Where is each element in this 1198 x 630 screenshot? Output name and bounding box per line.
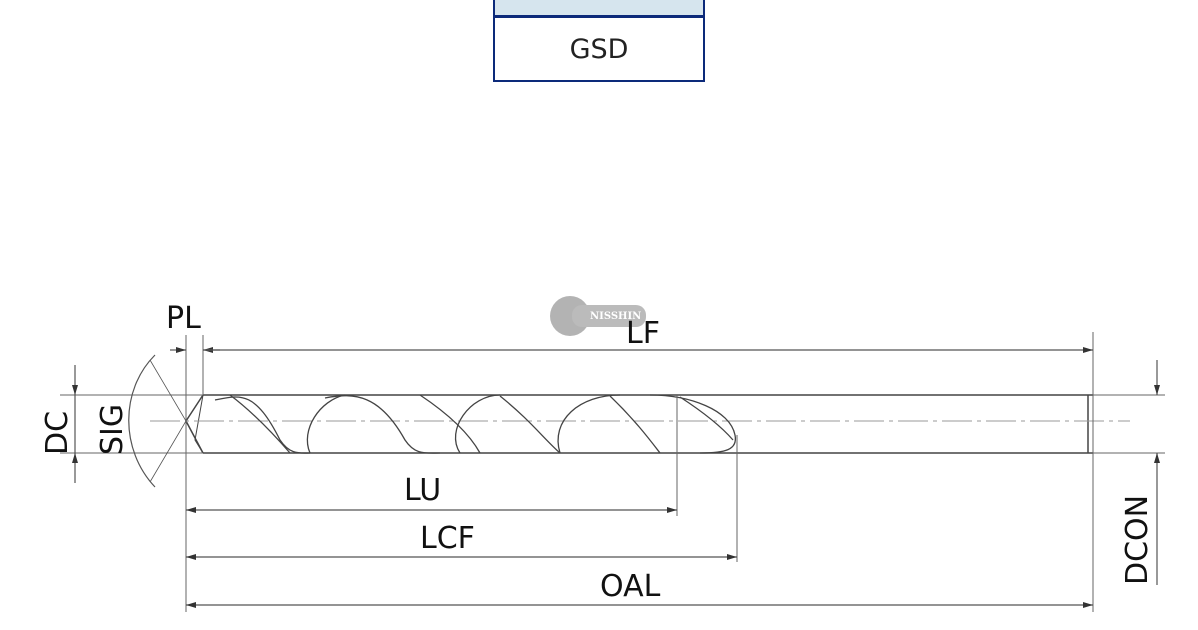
label-lcf: LCF (420, 521, 475, 556)
label-dc: DC (40, 411, 75, 455)
flutes (214, 394, 737, 454)
sig-angle-arc (128, 354, 156, 488)
table-header (495, 0, 703, 18)
label-dcon: DCON (1120, 495, 1155, 585)
label-lu: LU (404, 473, 441, 508)
label-oal: OAL (600, 569, 661, 604)
label-lf: LF (626, 316, 660, 351)
product-code-table: GSD (493, 0, 705, 82)
svg-text:NISSHIN: NISSHIN (590, 311, 641, 322)
extension-lines (60, 332, 1165, 612)
label-sig: SIG (95, 404, 130, 455)
product-code: GSD (569, 33, 629, 65)
drill-body (150, 394, 1130, 454)
label-pl: PL (166, 301, 201, 336)
nisshin-watermark-logo: NISSHIN (550, 296, 646, 336)
